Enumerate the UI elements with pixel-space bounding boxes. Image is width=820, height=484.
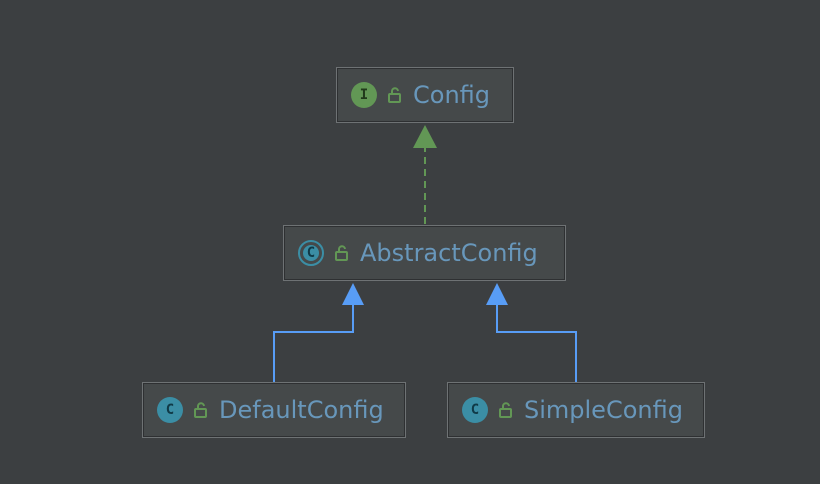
edge-extends-simpleconfig-abstractconfig xyxy=(486,283,577,382)
node-label: Config xyxy=(413,81,491,109)
abstract-class-icon: C xyxy=(298,240,324,266)
public-lock-icon xyxy=(388,87,401,103)
node-simple-config[interactable]: C SimpleConfig xyxy=(447,382,705,438)
public-lock-icon xyxy=(194,402,207,418)
node-default-config[interactable]: C DefaultConfig xyxy=(142,382,406,438)
class-icon: C xyxy=(157,397,183,423)
public-lock-icon xyxy=(335,245,348,261)
node-label: AbstractConfig xyxy=(360,239,538,267)
interface-icon: I xyxy=(351,82,377,108)
node-label: SimpleConfig xyxy=(524,396,683,424)
node-config[interactable]: I Config xyxy=(336,67,514,123)
public-lock-icon xyxy=(499,402,512,418)
node-label: DefaultConfig xyxy=(219,396,384,424)
edge-implements-abstractconfig-config xyxy=(413,125,437,224)
edge-extends-defaultconfig-abstractconfig xyxy=(273,283,364,382)
class-icon: C xyxy=(462,397,488,423)
node-abstract-config[interactable]: C AbstractConfig xyxy=(283,225,566,281)
